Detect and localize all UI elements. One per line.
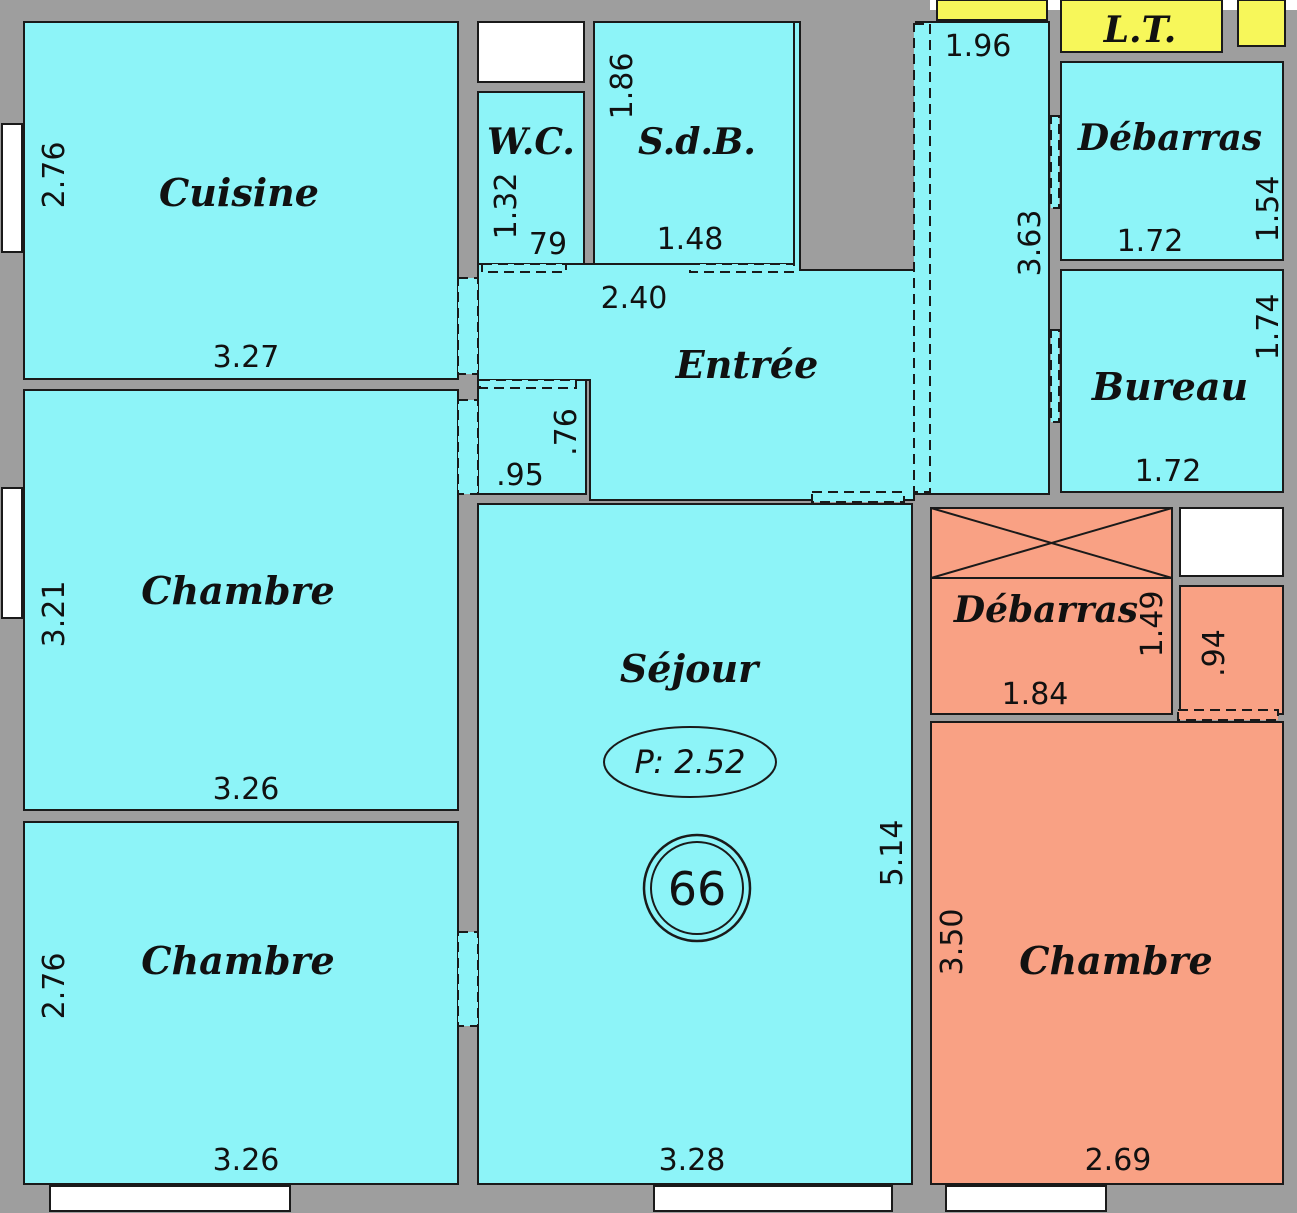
dim-closet-height: .76: [549, 408, 584, 456]
dim-chambre-bottom-width: 3.26: [213, 1143, 280, 1178]
door-openings: [457, 23, 1060, 1027]
door-chambre-bottom: [457, 931, 479, 1027]
service-block-left: [936, 0, 1048, 21]
room-name-lt: L.T.: [1103, 9, 1177, 51]
dim-chambre-mid-height: 3.21: [37, 581, 72, 648]
door-closet: [479, 379, 577, 389]
dim-debarras-orange-width: 1.84: [1002, 677, 1069, 712]
dim-bureau-height: 1.74: [1251, 294, 1286, 361]
room-debarras-top: [1060, 61, 1284, 261]
room-chambre-orange: [930, 721, 1284, 1185]
unit-number-outer-ring: [642, 833, 752, 943]
dim-sejour-height: 5.14: [875, 820, 910, 887]
window-chambre-mid: [1, 487, 23, 619]
dim-sdb-height: 1.86: [605, 53, 640, 120]
room-sejour: [477, 503, 913, 1185]
room-wc: [477, 91, 585, 265]
dim-sdb-width: 1.48: [657, 222, 724, 257]
dim-small-closet-height: .94: [1197, 629, 1232, 677]
dim-sejour-width: 3.28: [659, 1143, 726, 1178]
dim-bureau-width: 1.72: [1135, 454, 1202, 489]
dim-chambre-bottom-height: 2.76: [37, 953, 72, 1020]
room-chambre-bottom: [23, 821, 459, 1185]
room-bureau: [1060, 269, 1284, 493]
service-block-lt: [1060, 0, 1223, 53]
door-corridor: [913, 23, 931, 493]
room-name-chambre-bottom: Chambre: [141, 938, 334, 983]
dim-closet-width: .95: [496, 458, 544, 493]
unit-number: 66: [668, 862, 727, 916]
room-name-debarras-orange: Débarras: [953, 589, 1138, 631]
dim-chambre-orange-width: 2.69: [1085, 1143, 1152, 1178]
room-cuisine: [23, 21, 459, 380]
duct-void-right: [1179, 507, 1284, 577]
dim-cuisine-height: 2.76: [37, 142, 72, 209]
door-debarras-top: [1050, 115, 1060, 209]
door-cuisine: [457, 277, 479, 375]
dim-wc-height: 1.32: [489, 173, 524, 240]
dim-debarras-orange-height: 1.49: [1135, 591, 1170, 658]
room-name-sdb: S.d.B.: [638, 121, 756, 163]
dim-entree-width: 2.40: [601, 281, 668, 316]
service-block-right: [1237, 0, 1286, 47]
unit-number-inner-ring: [650, 841, 744, 935]
perimeter-label: P: 2.52: [635, 743, 746, 781]
door-sdb: [689, 263, 795, 273]
dim-corridor-width: 1.96: [945, 29, 1012, 64]
duct-void-top: [477, 21, 585, 83]
door-bureau: [1050, 329, 1060, 423]
room-name-chambre-orange: Chambre: [1019, 938, 1212, 983]
dim-debarras-top-width: 1.72: [1117, 224, 1184, 259]
room-name-cuisine: Cuisine: [159, 170, 319, 215]
storage-cross-b: [930, 507, 1173, 579]
room-small-closet-orange: [1179, 585, 1284, 715]
room-name-bureau: Bureau: [1091, 364, 1248, 409]
dim-corridor-height: 3.63: [1013, 210, 1048, 277]
door-small-closet-orange: [1177, 709, 1279, 721]
door-wc: [481, 263, 567, 273]
dim-chambre-orange-height: 3.50: [935, 909, 970, 976]
window-chambre-orange: [945, 1185, 1107, 1212]
room-name-wc: W.C.: [487, 121, 575, 163]
room-name-chambre-mid: Chambre: [141, 568, 334, 613]
door-chambre-mid: [457, 399, 479, 495]
door-sejour: [811, 491, 905, 503]
room-sdb: [593, 21, 795, 265]
window-chambre-bottom: [49, 1185, 291, 1212]
room-name-debarras-top: Débarras: [1077, 117, 1262, 159]
room-name-sejour: Séjour: [620, 646, 761, 691]
room-chambre-mid: [23, 389, 459, 811]
perimeter-ellipse: [603, 726, 777, 798]
window-sejour: [653, 1185, 893, 1212]
dim-debarras-top-height: 1.54: [1251, 176, 1286, 243]
dim-wc-width: 79: [529, 227, 567, 262]
dim-cuisine-width: 3.27: [213, 340, 280, 375]
dim-chambre-mid-width: 3.26: [213, 772, 280, 807]
storage-crossed-box: [930, 507, 1173, 579]
window-cuisine: [1, 123, 23, 253]
room-name-entree: Entrée: [675, 342, 819, 387]
